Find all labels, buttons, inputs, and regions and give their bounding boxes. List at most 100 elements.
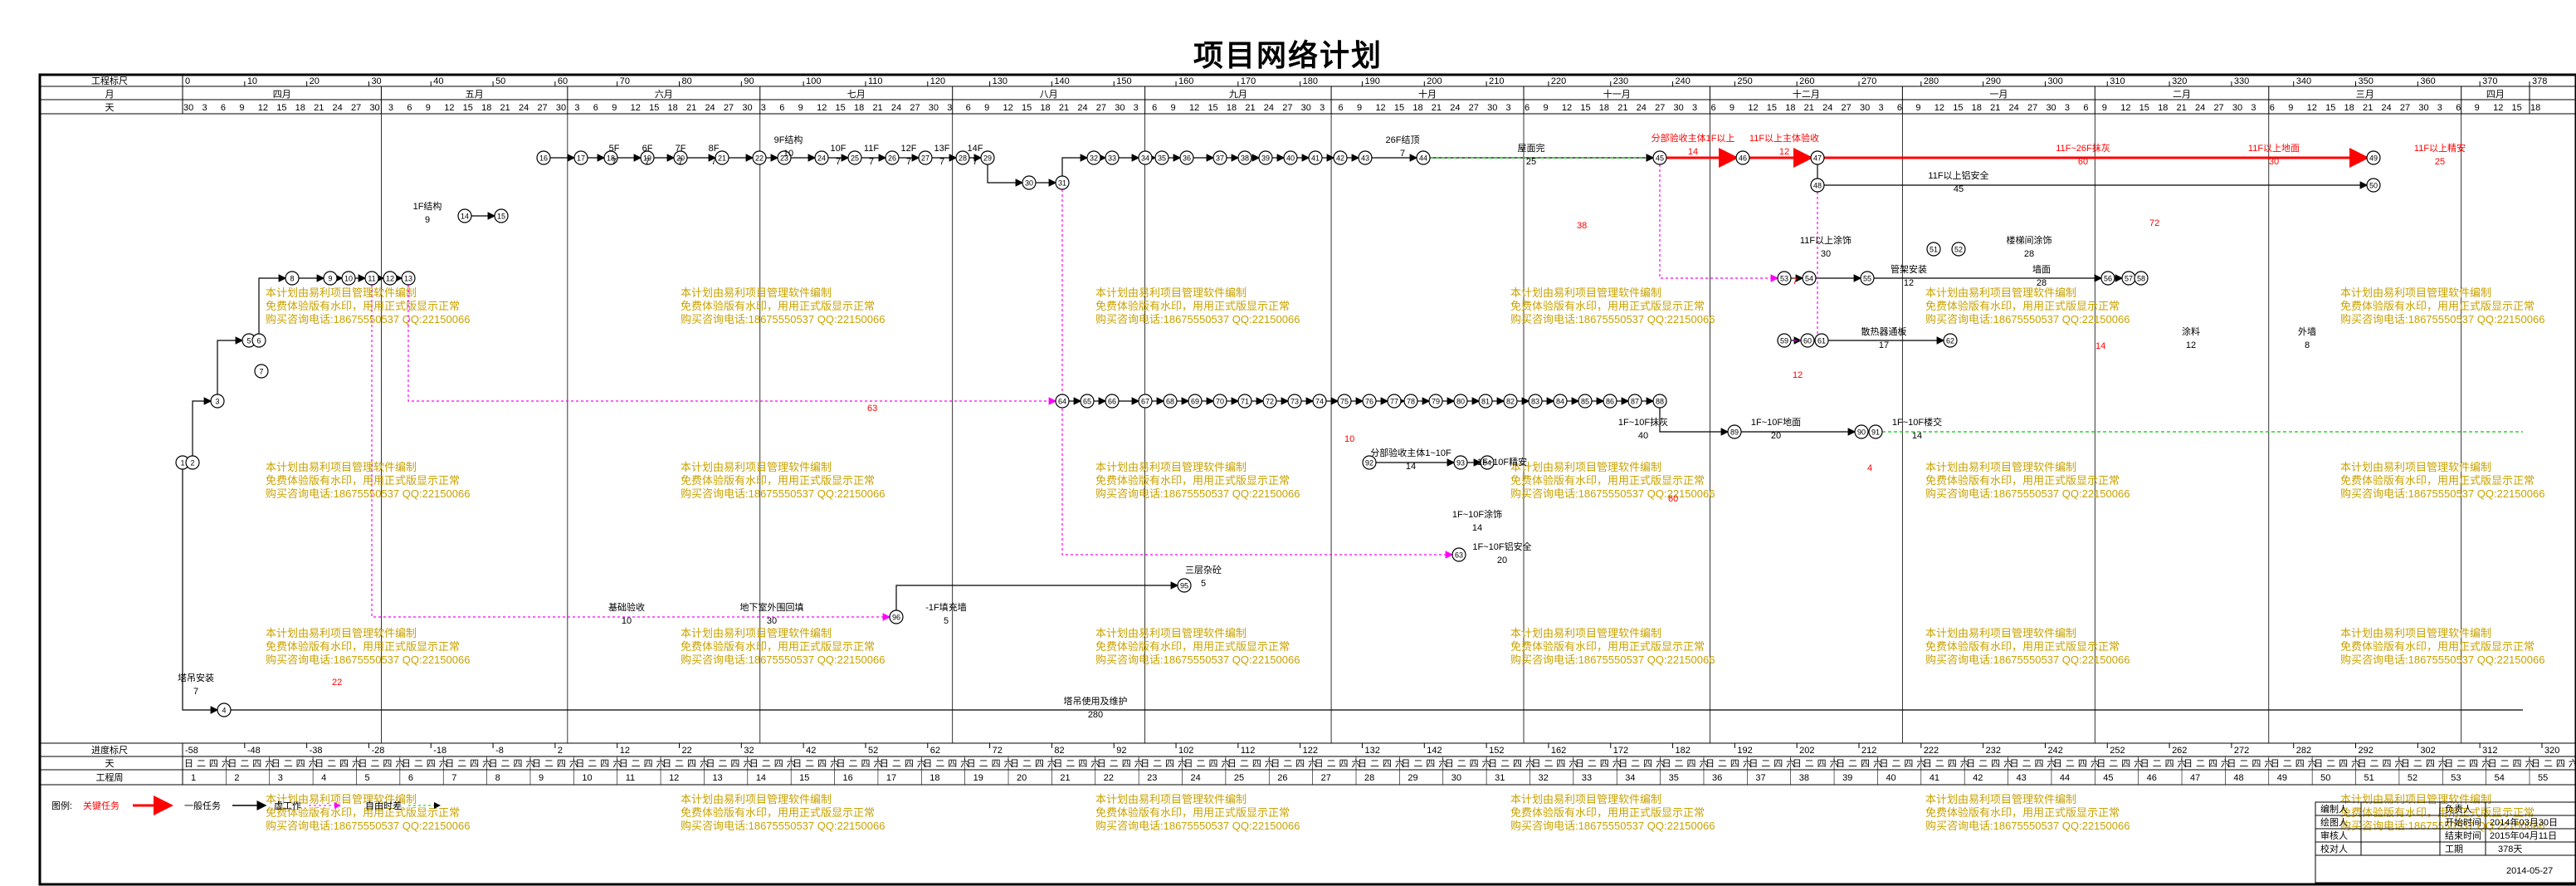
activity-duration: 60	[2078, 157, 2088, 167]
day-number: 21	[1432, 103, 1442, 113]
weekday: 四	[1035, 759, 1044, 769]
weekday: 二	[849, 759, 858, 769]
weekday: 四	[1817, 759, 1827, 769]
activity-name: 基础验收	[608, 601, 645, 613]
top-tick-label: 140	[1054, 76, 1069, 86]
network-node: 19	[640, 150, 655, 165]
top-tick-label: 320	[2172, 76, 2187, 86]
weekday: 二	[1457, 759, 1466, 769]
weekday: 四	[1122, 759, 1131, 769]
weekday: 二	[762, 759, 771, 769]
node-label: 74	[1315, 398, 1324, 406]
watermark-line: 购买咨询电话:18675550537 QQ:22150066	[681, 487, 885, 500]
node-label: 48	[1813, 182, 1822, 190]
node-label: 86	[1606, 398, 1614, 406]
network-edge	[182, 469, 219, 714]
top-tick-label: 220	[1551, 76, 1566, 86]
node-label: 2	[190, 459, 194, 467]
network-node: 52	[1951, 242, 1966, 257]
watermark-line: 免费体验版有水印，用用正式版显示正常	[1925, 806, 2120, 819]
watermark-line: 免费体验版有水印，用用正式版显示正常	[1510, 300, 1705, 312]
day-number: 21	[1990, 103, 2000, 113]
bottom-tick-label: 262	[2172, 746, 2187, 756]
node-label: 18	[607, 154, 615, 163]
day-number: 12	[2120, 103, 2130, 113]
node-label: 49	[2369, 154, 2378, 163]
day-number: 6	[2083, 103, 2088, 113]
weekday: 日	[1097, 759, 1106, 769]
weekday: 四	[1078, 759, 1087, 769]
day-number: 30	[1860, 103, 1870, 113]
day-number: 27	[2400, 103, 2410, 113]
node-label: 78	[1407, 398, 1415, 406]
bottom-tick-label: 320	[2544, 746, 2559, 756]
network-node: 62	[1943, 333, 1958, 348]
month-label: 十月	[1418, 88, 1437, 100]
weekday: 二	[1022, 759, 1032, 769]
week-number: 1	[191, 773, 196, 783]
network-edge	[1061, 154, 1089, 176]
network-node: 74	[1312, 394, 1327, 409]
weekday: 日	[1531, 759, 1540, 769]
network-node: 31	[1055, 175, 1070, 190]
node-label: 34	[1141, 154, 1149, 163]
weekday: 二	[1891, 759, 1900, 769]
week-number: 25	[1234, 773, 1244, 783]
weekday: 二	[1153, 759, 1162, 769]
weekday: 四	[1643, 759, 1652, 769]
weekday: 四	[1556, 759, 1565, 769]
node-label: 84	[1556, 398, 1564, 406]
day-number: 9	[984, 103, 989, 113]
day-number: 24	[1637, 103, 1647, 113]
day-number: 9	[1543, 103, 1548, 113]
weekday: 日	[358, 759, 367, 769]
network-node: 65	[1080, 394, 1095, 409]
activity-name: 8F	[709, 144, 720, 154]
weekday: 日	[923, 759, 932, 769]
day-number: 3	[2065, 103, 2070, 113]
activity-name: 1F~10F精安	[1477, 456, 1527, 467]
activity-name: 三层杂砼	[1185, 565, 1222, 575]
weekday: 二	[2066, 759, 2075, 769]
network-node: 89	[1727, 424, 1742, 439]
network-node: 8	[285, 271, 300, 286]
day-number: 24	[2009, 103, 2019, 113]
node-label: 45	[1656, 154, 1664, 163]
bottom-tick-label: 202	[1799, 746, 1814, 756]
watermark-line: 购买咨询电话:18675550537 QQ:22150066	[266, 487, 470, 500]
top-tick-label: 180	[1303, 76, 1318, 86]
network-node: 83	[1528, 394, 1543, 409]
weekday: 二	[1327, 759, 1336, 769]
activity-name: 10F	[831, 144, 846, 154]
network-node: 67	[1138, 394, 1153, 409]
day-number: 27	[351, 103, 361, 113]
info-k1-3: 审核人	[2320, 830, 2348, 841]
weekday: 四	[1861, 759, 1870, 769]
weekday: 二	[544, 759, 554, 769]
weekday: 四	[1295, 759, 1305, 769]
network-node: 30	[1022, 175, 1037, 190]
month-label: 六月	[655, 89, 673, 100]
weekday: 二	[457, 759, 466, 769]
activity-duration: 25	[2435, 157, 2445, 167]
weekday: 日	[2096, 759, 2105, 769]
node-label: 47	[1813, 154, 1822, 163]
network-node: 40	[1283, 150, 1298, 165]
top-tick-label: 30	[371, 76, 381, 86]
weekday: 二	[588, 759, 597, 769]
network-node: 63	[1451, 547, 1466, 562]
top-tick-label: 350	[2359, 76, 2374, 86]
weekday: 日	[1184, 759, 1193, 769]
week-number: 20	[1017, 773, 1027, 783]
week-number: 2	[234, 773, 239, 783]
bottom-tick-label: 212	[1861, 746, 1876, 756]
weekday: 二	[805, 759, 814, 769]
node-label: 69	[1191, 398, 1199, 406]
weekday: 四	[2252, 759, 2261, 769]
weekday: 二	[2456, 759, 2466, 769]
activity-duration: 7	[1400, 149, 1405, 159]
day-number: 21	[872, 103, 882, 113]
month-label: 五月	[466, 90, 484, 100]
activity-name: 9F结构	[774, 134, 803, 145]
